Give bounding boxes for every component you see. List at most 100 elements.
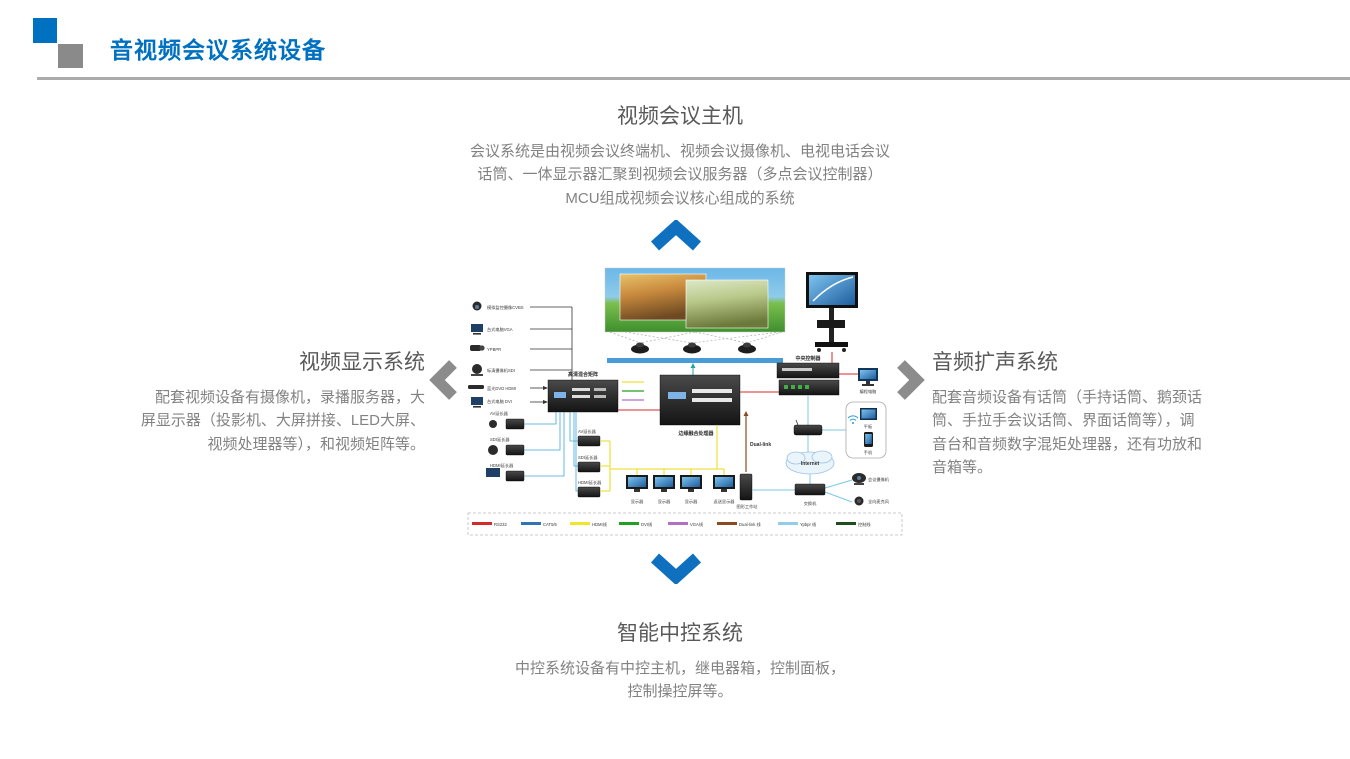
monitor-label: 返送显示器 bbox=[714, 498, 736, 505]
source-label: 标清摄像机SDI bbox=[487, 367, 515, 374]
internet-label: Internet bbox=[801, 461, 820, 467]
section-body: 配套视频设备有摄像机，录播服务器，大 屏显示器（投影机、大屏拼接、LED大屏、 … bbox=[140, 389, 425, 453]
legend-swatch bbox=[778, 522, 798, 525]
chevron-down-icon bbox=[650, 553, 702, 584]
extender-label: HDMI延长器 bbox=[490, 462, 514, 469]
hdmi-distribution-lines bbox=[600, 425, 725, 492]
decorative-blue-square bbox=[33, 18, 57, 43]
chevron-up-icon bbox=[650, 220, 702, 251]
legend-swatch bbox=[570, 522, 590, 525]
table-uplink-arrow bbox=[690, 363, 696, 376]
switch-label: 交换机 bbox=[804, 500, 817, 507]
source-label: YPBPR bbox=[487, 347, 501, 352]
touch-panel-tv-icon bbox=[806, 272, 858, 352]
processor-label: 边缘融合处理器 bbox=[677, 430, 714, 437]
legend-swatch bbox=[521, 522, 541, 525]
video-wall bbox=[604, 267, 786, 333]
section-heading: 视频会议主机 bbox=[617, 105, 743, 128]
page-title: 音视频会议系统设备 bbox=[110, 37, 326, 63]
dual-link-line bbox=[743, 411, 749, 472]
extender-cat-lines bbox=[524, 412, 578, 492]
chevron-right-icon bbox=[897, 360, 925, 400]
extender-label: AV延长器 bbox=[490, 410, 509, 417]
monitor-label: 显示器 bbox=[631, 499, 644, 505]
hd-matrix-icon bbox=[547, 379, 619, 413]
extender-box-label: HDMI延长器 bbox=[578, 479, 602, 486]
workstation-label: 图形工作站 bbox=[737, 503, 758, 510]
programming-pc-icon bbox=[858, 368, 878, 386]
extender-pair-hdmi: HDMI延长器 bbox=[486, 462, 525, 482]
extender-box-icon bbox=[577, 486, 601, 498]
extender-pair-sdi: SDI延长器 bbox=[488, 436, 525, 456]
programming-pc-label: 编程电脑 bbox=[860, 388, 877, 395]
legend-swatch bbox=[472, 522, 492, 525]
legend-label: CAT5/6 bbox=[543, 522, 558, 527]
internet-cloud-icon bbox=[785, 450, 835, 475]
source-bus-lines bbox=[530, 306, 573, 404]
desktop-pc-icon bbox=[471, 397, 483, 408]
omni-mic-icon bbox=[854, 496, 864, 506]
section-body: 会议系统是由视频会议终端机、视频会议摄像机、电视电话会议 话筒、一体显示器汇聚到… bbox=[469, 143, 890, 207]
desktop-pc-icon bbox=[471, 324, 483, 335]
legend-swatch bbox=[668, 522, 688, 525]
extender-box-icon bbox=[577, 461, 601, 473]
extender-box-label: SDI延长器 bbox=[578, 454, 598, 461]
legend-label: Ypbpr 线 bbox=[800, 521, 817, 527]
section-heading: 智能中控系统 bbox=[617, 622, 743, 645]
dual-link-label: Dual-link bbox=[750, 442, 771, 448]
phone-label: 手机 bbox=[864, 449, 873, 456]
control-red-lines bbox=[740, 352, 858, 393]
extender-box-icon bbox=[577, 435, 601, 447]
network-lines bbox=[752, 395, 853, 503]
section-video-display-system: 视频显示系统 配套视频设备有摄像机，录播服务器，大 屏显示器（投影机、大屏拼接、… bbox=[88, 346, 425, 456]
header-divider bbox=[37, 77, 1350, 80]
phone-screen bbox=[865, 434, 872, 444]
legend-swatch bbox=[836, 522, 856, 525]
legend-label: RS232 bbox=[494, 522, 507, 527]
decorative-gray-square bbox=[58, 44, 83, 68]
source-label: 蓝光DVD HDMI bbox=[487, 385, 516, 392]
legend-swatch bbox=[717, 522, 737, 525]
tablet-screen bbox=[861, 409, 876, 419]
av-system-diagram: 模拟监控摄像CVBS 台式电脑VGA YPBPR 标清摄像机SDI 蓝光DVD … bbox=[467, 267, 903, 536]
central-controller-icon bbox=[776, 362, 840, 396]
section-heading: 音频扩声系统 bbox=[932, 351, 1058, 374]
cable-legend: RS232 CAT5/6 HDMI线 DVI线 VGA线 Dual-link 线… bbox=[472, 521, 871, 528]
legend-label: DVI线 bbox=[641, 521, 653, 527]
wireless-ap-icon bbox=[793, 419, 823, 436]
controller-label: 中央控制器 bbox=[795, 355, 821, 362]
section-video-conference-host: 视频会议主机 会议系统是由视频会议终端机、视频会议摄像机、电视电话会议 话筒、一… bbox=[375, 100, 985, 210]
section-heading: 视频显示系统 bbox=[299, 351, 425, 374]
wifi-icon bbox=[847, 415, 859, 424]
projection-lines bbox=[609, 331, 783, 344]
edge-blending-processor-icon bbox=[659, 374, 741, 426]
matrix-label: 高清混合矩阵 bbox=[568, 371, 598, 378]
extender-label: SDI延长器 bbox=[490, 436, 510, 443]
workstation-tower-icon bbox=[739, 473, 753, 501]
conference-camera-icon bbox=[852, 473, 866, 485]
monitor-label: 显示器 bbox=[658, 499, 671, 505]
source-label: 模拟监控摄像CVBS bbox=[487, 304, 524, 311]
legend-label: VGA线 bbox=[690, 521, 704, 527]
box-camera-icon bbox=[470, 345, 485, 351]
conference-table-bar bbox=[607, 358, 783, 363]
extender-box-label: AV延长器 bbox=[578, 428, 597, 435]
conference-mic-icon bbox=[631, 342, 756, 354]
mobile-devices-panel: 平板 手机 bbox=[845, 401, 887, 459]
legend-label: HDMI线 bbox=[592, 521, 608, 527]
extender-pair-av: AV延长器 bbox=[489, 410, 525, 430]
section-body: 配套音频设备有话筒（手持话筒、鹅颈话 筒、手拉手会议话筒、界面话筒等），调 音台… bbox=[932, 389, 1203, 476]
legend-label: 控制线 bbox=[858, 521, 871, 528]
chevron-left-icon bbox=[429, 360, 457, 400]
dvd-player-icon bbox=[468, 385, 484, 389]
switch-icon bbox=[794, 483, 826, 496]
source-label: 台式电脑VGA bbox=[487, 326, 513, 333]
conference-camera-label: 会议摄像机 bbox=[868, 476, 890, 483]
legend-label: Dual-link 线 bbox=[739, 521, 761, 527]
section-body: 中控系统设备有中控主机，继电器箱，控制面板， 控制操控屏等。 bbox=[514, 660, 845, 701]
omni-mic-label: 全向麦克风 bbox=[868, 498, 890, 505]
monitor-label: 显示器 bbox=[685, 499, 698, 505]
monitor-icons bbox=[626, 475, 735, 492]
section-audio-system: 音频扩声系统 配套音频设备有话筒（手持话筒、鹅颈话 筒、手拉手会议话筒、界面话筒… bbox=[932, 346, 1254, 479]
